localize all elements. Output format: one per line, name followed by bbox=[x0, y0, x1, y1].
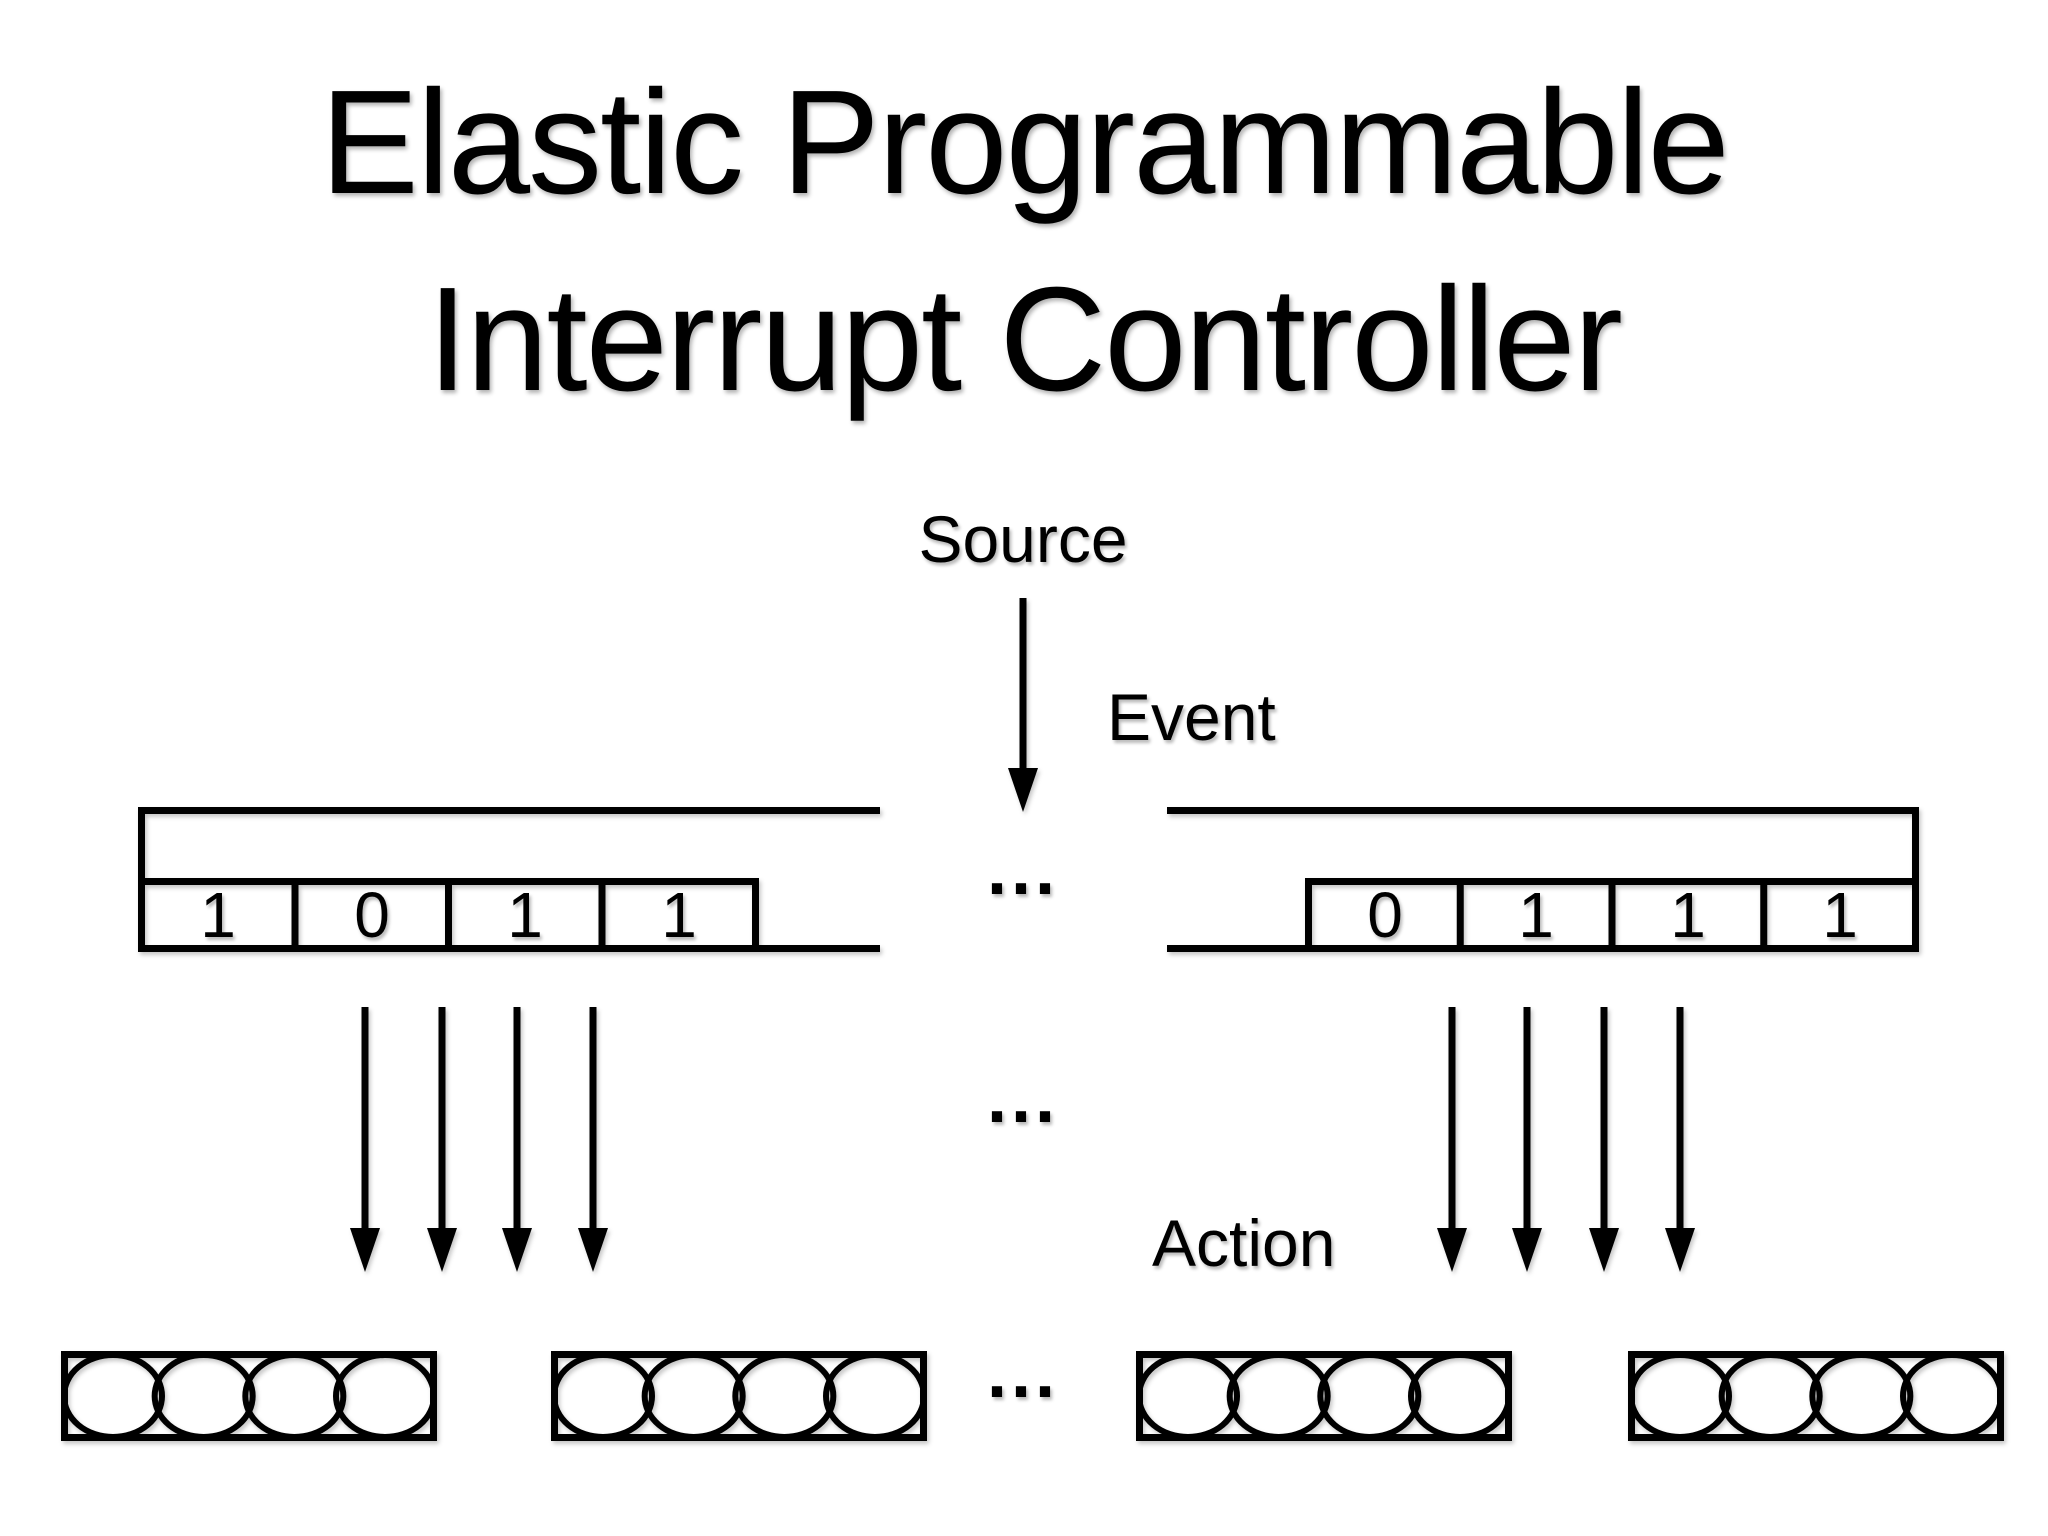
action-slots-box bbox=[64, 1355, 434, 1438]
event-label: Event bbox=[1107, 680, 1276, 754]
event-arrow bbox=[1008, 598, 1038, 812]
ellipsis-actions: ... bbox=[986, 1333, 1060, 1413]
action-slots-box bbox=[554, 1355, 924, 1438]
interrupt-register-right bbox=[1167, 807, 1919, 952]
action-arrow bbox=[1589, 1007, 1619, 1272]
source-label: Source bbox=[918, 502, 1128, 576]
action-slots-box bbox=[1139, 1355, 1509, 1438]
action-arrow bbox=[427, 1007, 457, 1272]
register-left-bit-2: 1 bbox=[507, 879, 543, 951]
action-arrow bbox=[1512, 1007, 1542, 1272]
action-arrow bbox=[1665, 1007, 1695, 1272]
action-arrows-left bbox=[350, 1007, 608, 1272]
register-right-bit-0: 0 bbox=[1367, 879, 1403, 951]
register-left-bit-3: 1 bbox=[661, 879, 697, 951]
register-right-bit-3: 1 bbox=[1822, 879, 1858, 951]
register-left-bit-1: 0 bbox=[354, 879, 390, 951]
action-arrows-right bbox=[1437, 1007, 1695, 1272]
register-right-bit-1: 1 bbox=[1518, 879, 1554, 951]
action-arrow bbox=[350, 1007, 380, 1272]
register-left-bit-0: 1 bbox=[200, 879, 236, 951]
action-arrow bbox=[578, 1007, 608, 1272]
ellipsis-arrows: ... bbox=[986, 1058, 1060, 1138]
register-right-bit-2: 1 bbox=[1670, 879, 1706, 951]
interrupt-register-left bbox=[138, 807, 880, 952]
slide-title: Elastic Programmable Interrupt Controlle… bbox=[320, 60, 1730, 422]
action-arrow bbox=[502, 1007, 532, 1272]
action-slots-box bbox=[1631, 1355, 2001, 1438]
ellipsis-registers: ... bbox=[986, 830, 1060, 910]
action-arrow bbox=[1437, 1007, 1467, 1272]
action-label: Action bbox=[1152, 1206, 1336, 1280]
